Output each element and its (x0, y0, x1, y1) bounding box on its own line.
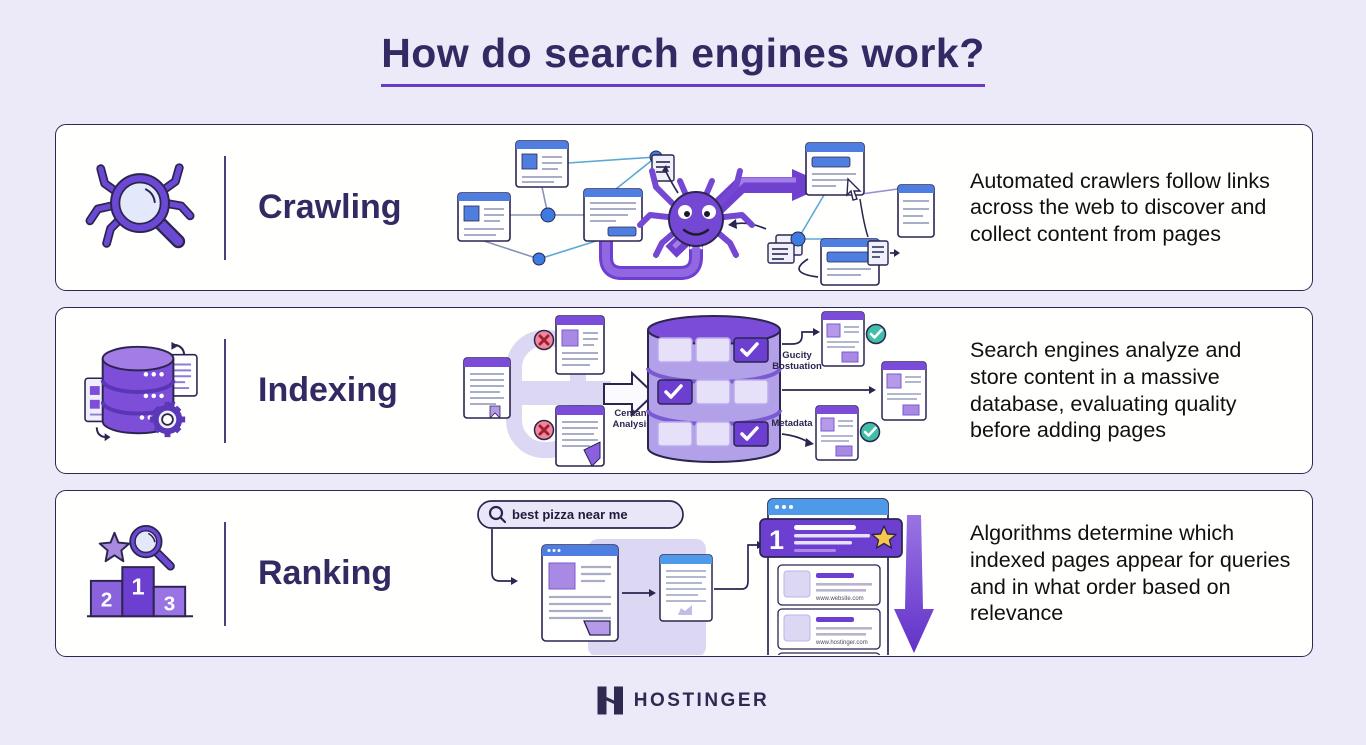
indexing-icon-cell (56, 337, 224, 445)
indexed-page-card (881, 360, 927, 421)
search-icon (488, 505, 504, 520)
search-query-text: best pizza near me (512, 507, 628, 522)
vertical-divider (224, 338, 226, 443)
document-icon (651, 153, 675, 182)
rejected-badge (533, 329, 555, 350)
process-rows: Crawling (55, 124, 1313, 657)
row-description-ranking: Algorithms determine which indexed pages… (970, 521, 1291, 626)
down-arrow (894, 514, 934, 653)
top-result-banner: 1 (759, 517, 903, 558)
podium-icon: 2 1 3 (86, 524, 194, 617)
search-bar: best pizza near me (477, 499, 684, 529)
header: How do search engines work? (0, 30, 1366, 87)
row-description-crawling: Automated crawlers follow links across t… (970, 168, 1270, 246)
webpage-card (541, 543, 619, 642)
document-card (555, 404, 605, 467)
row-title-ranking: Ranking (258, 554, 393, 592)
crawling-illustration (456, 127, 936, 289)
webpage-card (583, 187, 643, 242)
document-card (463, 356, 511, 419)
row-title-crawling: Crawling (258, 188, 402, 226)
footer-logo: HOSTINGER (0, 686, 1366, 715)
page-title: How do search engines work? (381, 30, 985, 87)
star-icon (98, 531, 131, 562)
index-database (646, 314, 782, 463)
content-analysis-label-line1: Centant (614, 408, 650, 419)
magnifier-icon (129, 524, 175, 571)
document-card (555, 314, 605, 375)
indexed-page-card (821, 310, 865, 367)
rejected-badge (533, 419, 555, 440)
document-icon (867, 239, 889, 266)
approved-badge (859, 421, 881, 442)
quality-evaluation-label-line2: Bostuation (772, 361, 822, 372)
row-crawling: Crawling (55, 124, 1313, 291)
row-title-indexing: Indexing (258, 371, 398, 409)
database-icon (84, 341, 198, 441)
crawler-spider (637, 167, 755, 258)
content-analysis-label-line2: Analysis (612, 419, 651, 430)
star-icon (871, 524, 897, 549)
ranking-illustration: best pizza near me (456, 493, 936, 655)
result-card: www.website.com (777, 563, 881, 606)
indexing-illustration: Centant Analysis (456, 310, 936, 472)
result-card (777, 651, 881, 655)
hostinger-logo-icon (597, 686, 623, 715)
metadata-label: Metadata (771, 418, 813, 429)
row-description-indexing: Search engines analyze and store content… (970, 338, 1242, 443)
row-ranking: 2 1 3 Ranking (55, 490, 1313, 657)
result-card: www.hostinger.com (777, 607, 881, 650)
webpage-card (805, 141, 865, 201)
podium-number-3: 3 (164, 592, 175, 615)
approved-badge (865, 323, 887, 344)
cursor-icon (846, 176, 862, 201)
webpage-card (515, 139, 569, 188)
rank-number: 1 (769, 525, 784, 555)
vertical-divider (224, 521, 226, 626)
webpage-card (659, 553, 713, 622)
quality-evaluation-label-line1: Gucity (782, 350, 812, 361)
ranking-icon-cell: 2 1 3 (56, 520, 224, 628)
webpage-card (457, 191, 511, 242)
podium-number-1: 1 (131, 573, 144, 599)
gear-icon (149, 401, 186, 437)
spider-magnifier-icon (85, 162, 195, 248)
hostinger-logo-text: HOSTINGER (633, 689, 770, 711)
indexed-page-card (815, 404, 859, 461)
crawling-diagram (457, 139, 935, 286)
vertical-divider (224, 155, 226, 260)
podium-number-2: 2 (101, 588, 112, 611)
webpage-card (897, 183, 935, 238)
row-indexing: Indexing (55, 307, 1313, 474)
crawling-icon-cell (56, 154, 224, 262)
indexing-diagram: Centant Analysis (463, 310, 927, 467)
result-url-1: www.website.com (815, 596, 864, 602)
ranking-diagram: best pizza near me (477, 497, 934, 655)
webpage-card (820, 237, 880, 286)
result-url-2: www.hostinger.com (815, 640, 868, 646)
